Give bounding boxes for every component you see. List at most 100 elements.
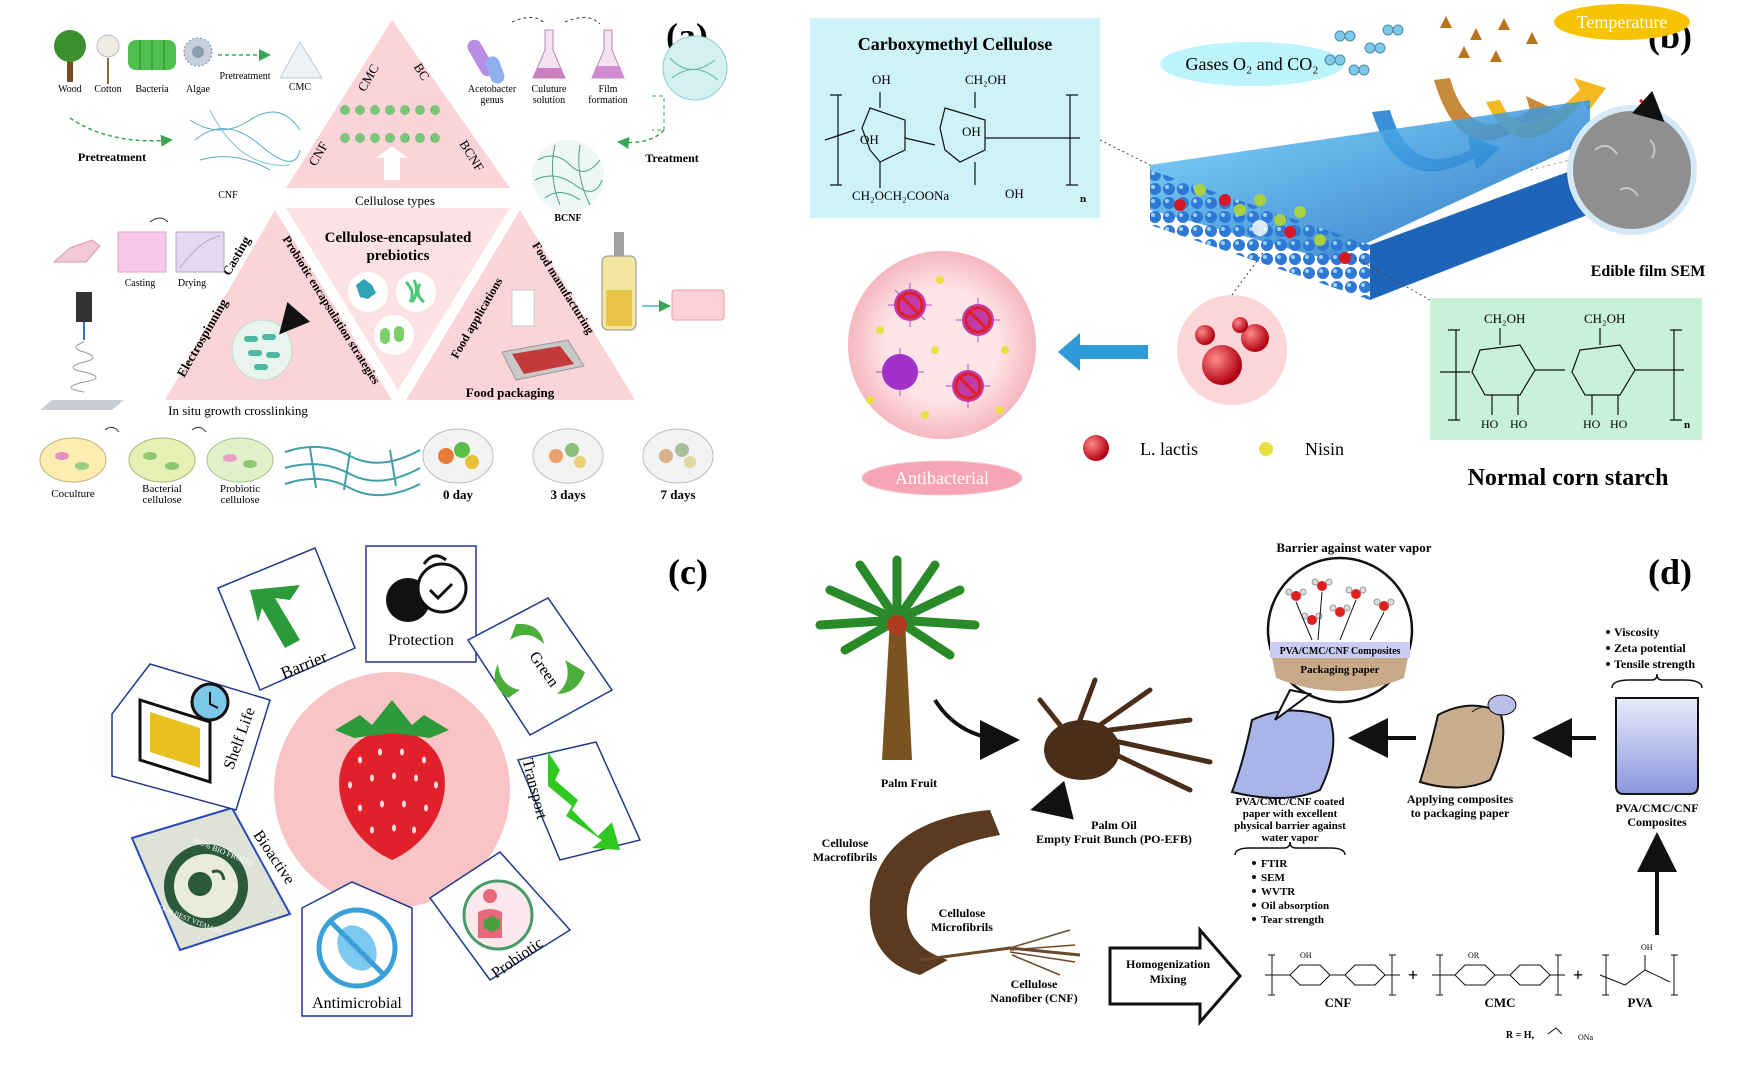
pva-structure <box>1599 954 1678 996</box>
treatment-label: Treatment <box>645 151 699 165</box>
cmc-group-oh1: OH <box>872 72 891 87</box>
film-side <box>1370 160 1600 300</box>
coated-label-3: physical barrier against <box>1234 820 1346 832</box>
edible-film-sem-image <box>1567 105 1697 235</box>
starch-structure-box <box>1430 298 1702 440</box>
coated-label-4: water vapor <box>1262 832 1319 844</box>
cmc-group-carboxy: CH₂OCH₂COONa <box>852 188 949 203</box>
bacteria-cells-icon <box>876 283 1000 408</box>
micro-label-1: Cellulose <box>939 906 986 920</box>
test-wvtr: WVTR <box>1261 886 1296 898</box>
gases-badge <box>1160 42 1344 86</box>
r-definition: R = H, <box>1506 1030 1535 1041</box>
food-packaging-label: Food packaging <box>466 385 555 400</box>
cmc-structure-label: CMC <box>1484 995 1515 1010</box>
casting-film-icon <box>117 231 167 273</box>
wood-icon <box>54 30 86 82</box>
legend-nisin-icon <box>1259 442 1273 456</box>
starch-ho-1: HO <box>1481 417 1499 431</box>
antimicrobial-label: Antimicrobial <box>312 995 402 1012</box>
water-molecules-icon <box>1285 578 1395 641</box>
coated-label-1: PVA/CMC/CNF coated <box>1235 796 1344 808</box>
efb-label: Empty Fruit Bunch (PO-EFB) <box>1036 832 1192 846</box>
coculture-label: Coculture <box>51 488 94 500</box>
palm-to-efb-arrow <box>933 698 1020 760</box>
transport-card: Transport <box>516 741 642 861</box>
composites-label-2: Composites <box>1627 815 1687 829</box>
antimicrobial-card: Antimicrobial <box>301 881 413 1017</box>
antibacterial-label: Antibacterial <box>895 468 989 488</box>
starch-n: n <box>1684 419 1690 431</box>
bacterial-cellulose-dish-icon <box>128 437 196 483</box>
tests-list: FTIR SEM WVTR Oil absorption Tear streng… <box>1252 858 1329 926</box>
cmc-structure-d <box>1432 954 1565 996</box>
palm-tree-icon <box>815 555 980 760</box>
green-icon <box>494 623 585 698</box>
prop-tensile: Tensile strength <box>1614 657 1695 671</box>
panel-b: (b) Carboxymethyl Cellulose OH CH₂OH OH … <box>810 4 1705 496</box>
packaging-paper-icon <box>1418 704 1505 789</box>
gases-label: Gases O₂ and CO₂ <box>1185 54 1318 74</box>
fermenter-icon <box>601 232 637 331</box>
bcnf-network-icon <box>532 140 604 212</box>
cnf-structure <box>1265 954 1400 996</box>
milk-cup-icon <box>511 289 535 327</box>
center-title-1: Cellulose-encapsulated <box>325 230 472 246</box>
cotton-icon <box>96 34 120 84</box>
food-3-days-icon <box>532 428 604 484</box>
homog-label-1: Homogenization <box>1126 957 1210 971</box>
panel-c-label: (c) <box>668 552 708 592</box>
composites-label-1: PVA/CMC/CNF <box>1615 801 1698 815</box>
left-triangle <box>165 210 392 400</box>
panel-d: (d) Palm Fruit Palm Oil Empty Fruit Bunc… <box>813 540 1703 1042</box>
palm-oil-label: Palm Oil <box>1091 818 1137 832</box>
homog-label-2: Mixing <box>1150 972 1187 986</box>
composite-layer-label: PVA/CMC/CNF Composites <box>1280 646 1401 657</box>
gas-molecules-icon <box>1324 24 1404 76</box>
pretreatment-top-label: Pretreatment <box>219 71 270 82</box>
pouring-flask-icon <box>52 239 101 263</box>
plus-1: + <box>1408 965 1418 985</box>
center-title-2: prebiotics <box>366 248 429 264</box>
temperature-label: Temperature <box>1577 12 1668 32</box>
temperature-badge <box>1554 4 1690 40</box>
starch-ch2oh-2: CH₂OH <box>1584 311 1625 326</box>
test-oil: Oil absorption <box>1261 900 1329 912</box>
drying-label: Drying <box>178 278 206 289</box>
algae-icon <box>183 37 213 67</box>
acetobacter-label-2: genus <box>480 95 503 106</box>
bacterial-label-2: cellulose <box>142 494 181 506</box>
day-3-label: 3 days <box>550 487 585 502</box>
coated-label-2: paper with excellent <box>1243 808 1338 820</box>
prop-zeta: Zeta potential <box>1614 641 1686 655</box>
bioactive-card: 100% BIO FRUITS YOUR BEST VITAMINS Bioac… <box>130 806 298 952</box>
day-7-label: 7 days <box>660 487 695 502</box>
pretreatment-left-label: Pretreatment <box>78 150 146 164</box>
transport-icon <box>548 752 620 850</box>
jelly-product-icon <box>671 289 725 321</box>
macro-label-2: Macrofibrils <box>813 850 878 864</box>
prop-viscosity: Viscosity <box>1614 625 1660 639</box>
encapsulation-bead-icon <box>231 319 293 381</box>
cmc-group-oh3: OH <box>962 124 981 139</box>
macro-label-1: Cellulose <box>822 836 869 850</box>
hexagon-chain-icon <box>340 105 440 143</box>
starch-ch2oh-1: CH₂OH <box>1484 311 1525 326</box>
antibacterial-badge <box>861 460 1023 496</box>
strawberry-icon <box>335 700 449 860</box>
protection-label: Protection <box>388 632 454 649</box>
composite-beaker-icon <box>1615 697 1699 795</box>
probiotic-card: Probiotic <box>428 851 572 982</box>
starch-title: Normal corn starch <box>1468 465 1669 491</box>
film-label-2: formation <box>588 95 627 106</box>
panel-c: (c) Barrier Protection <box>111 545 708 1017</box>
probiotic-cellulose-dish-icon <box>206 437 274 483</box>
cmc-group-oh2: OH <box>860 132 879 147</box>
coated-paper-icon <box>1230 709 1335 799</box>
pva-structure-label: PVA <box>1627 995 1653 1010</box>
protection-card: Protection <box>365 545 477 663</box>
antimicrobial-icon <box>316 907 398 989</box>
legend-lactis-label: L. lactis <box>1140 439 1198 459</box>
cnf-fibers-icon <box>189 109 301 171</box>
